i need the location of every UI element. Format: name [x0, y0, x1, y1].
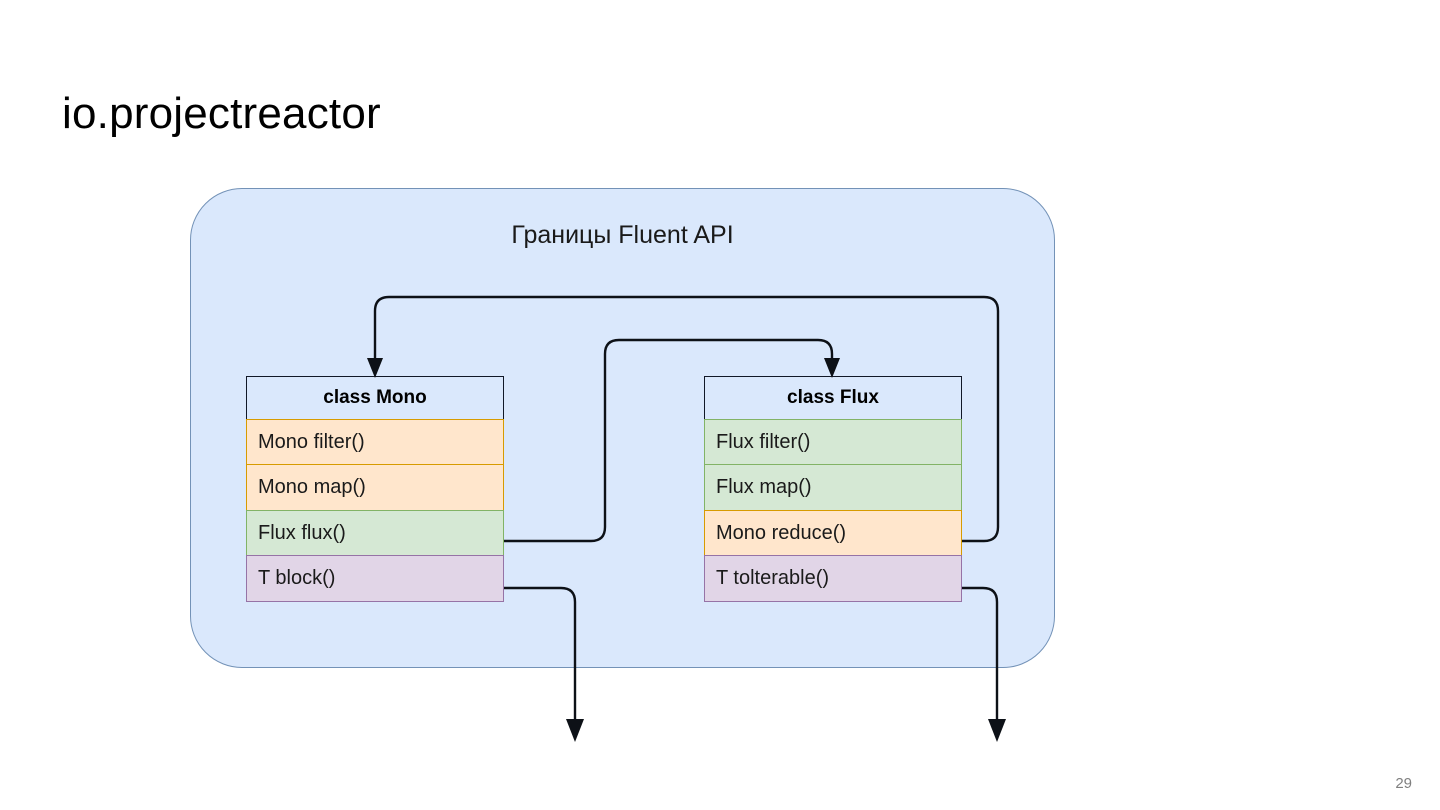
- class-flux-row-reduce: Mono reduce(): [704, 509, 962, 557]
- class-mono-row-filter: Mono filter(): [246, 418, 504, 466]
- class-flux-row-filter: Flux filter(): [704, 418, 962, 466]
- class-flux-row-map: Flux map(): [704, 464, 962, 512]
- class-flux-row-toiterable: T tolterable(): [704, 555, 962, 603]
- class-box-flux: class Flux Flux filter() Flux map() Mono…: [704, 376, 962, 603]
- arrowhead-t-toiterable-exit: [988, 719, 1006, 742]
- arrowhead-t-block-exit: [566, 719, 584, 742]
- page-title: io.projectreactor: [62, 89, 381, 138]
- fluent-api-boundary-label: Границы Fluent API: [511, 221, 734, 249]
- class-flux-header: class Flux: [704, 376, 962, 420]
- class-mono-row-map: Mono map(): [246, 464, 504, 512]
- class-mono-row-flux: Flux flux(): [246, 509, 504, 557]
- class-mono-header: class Mono: [246, 376, 504, 420]
- page-number: 29: [1395, 775, 1412, 792]
- class-mono-row-block: T block(): [246, 555, 504, 603]
- class-box-mono: class Mono Mono filter() Mono map() Flux…: [246, 376, 504, 603]
